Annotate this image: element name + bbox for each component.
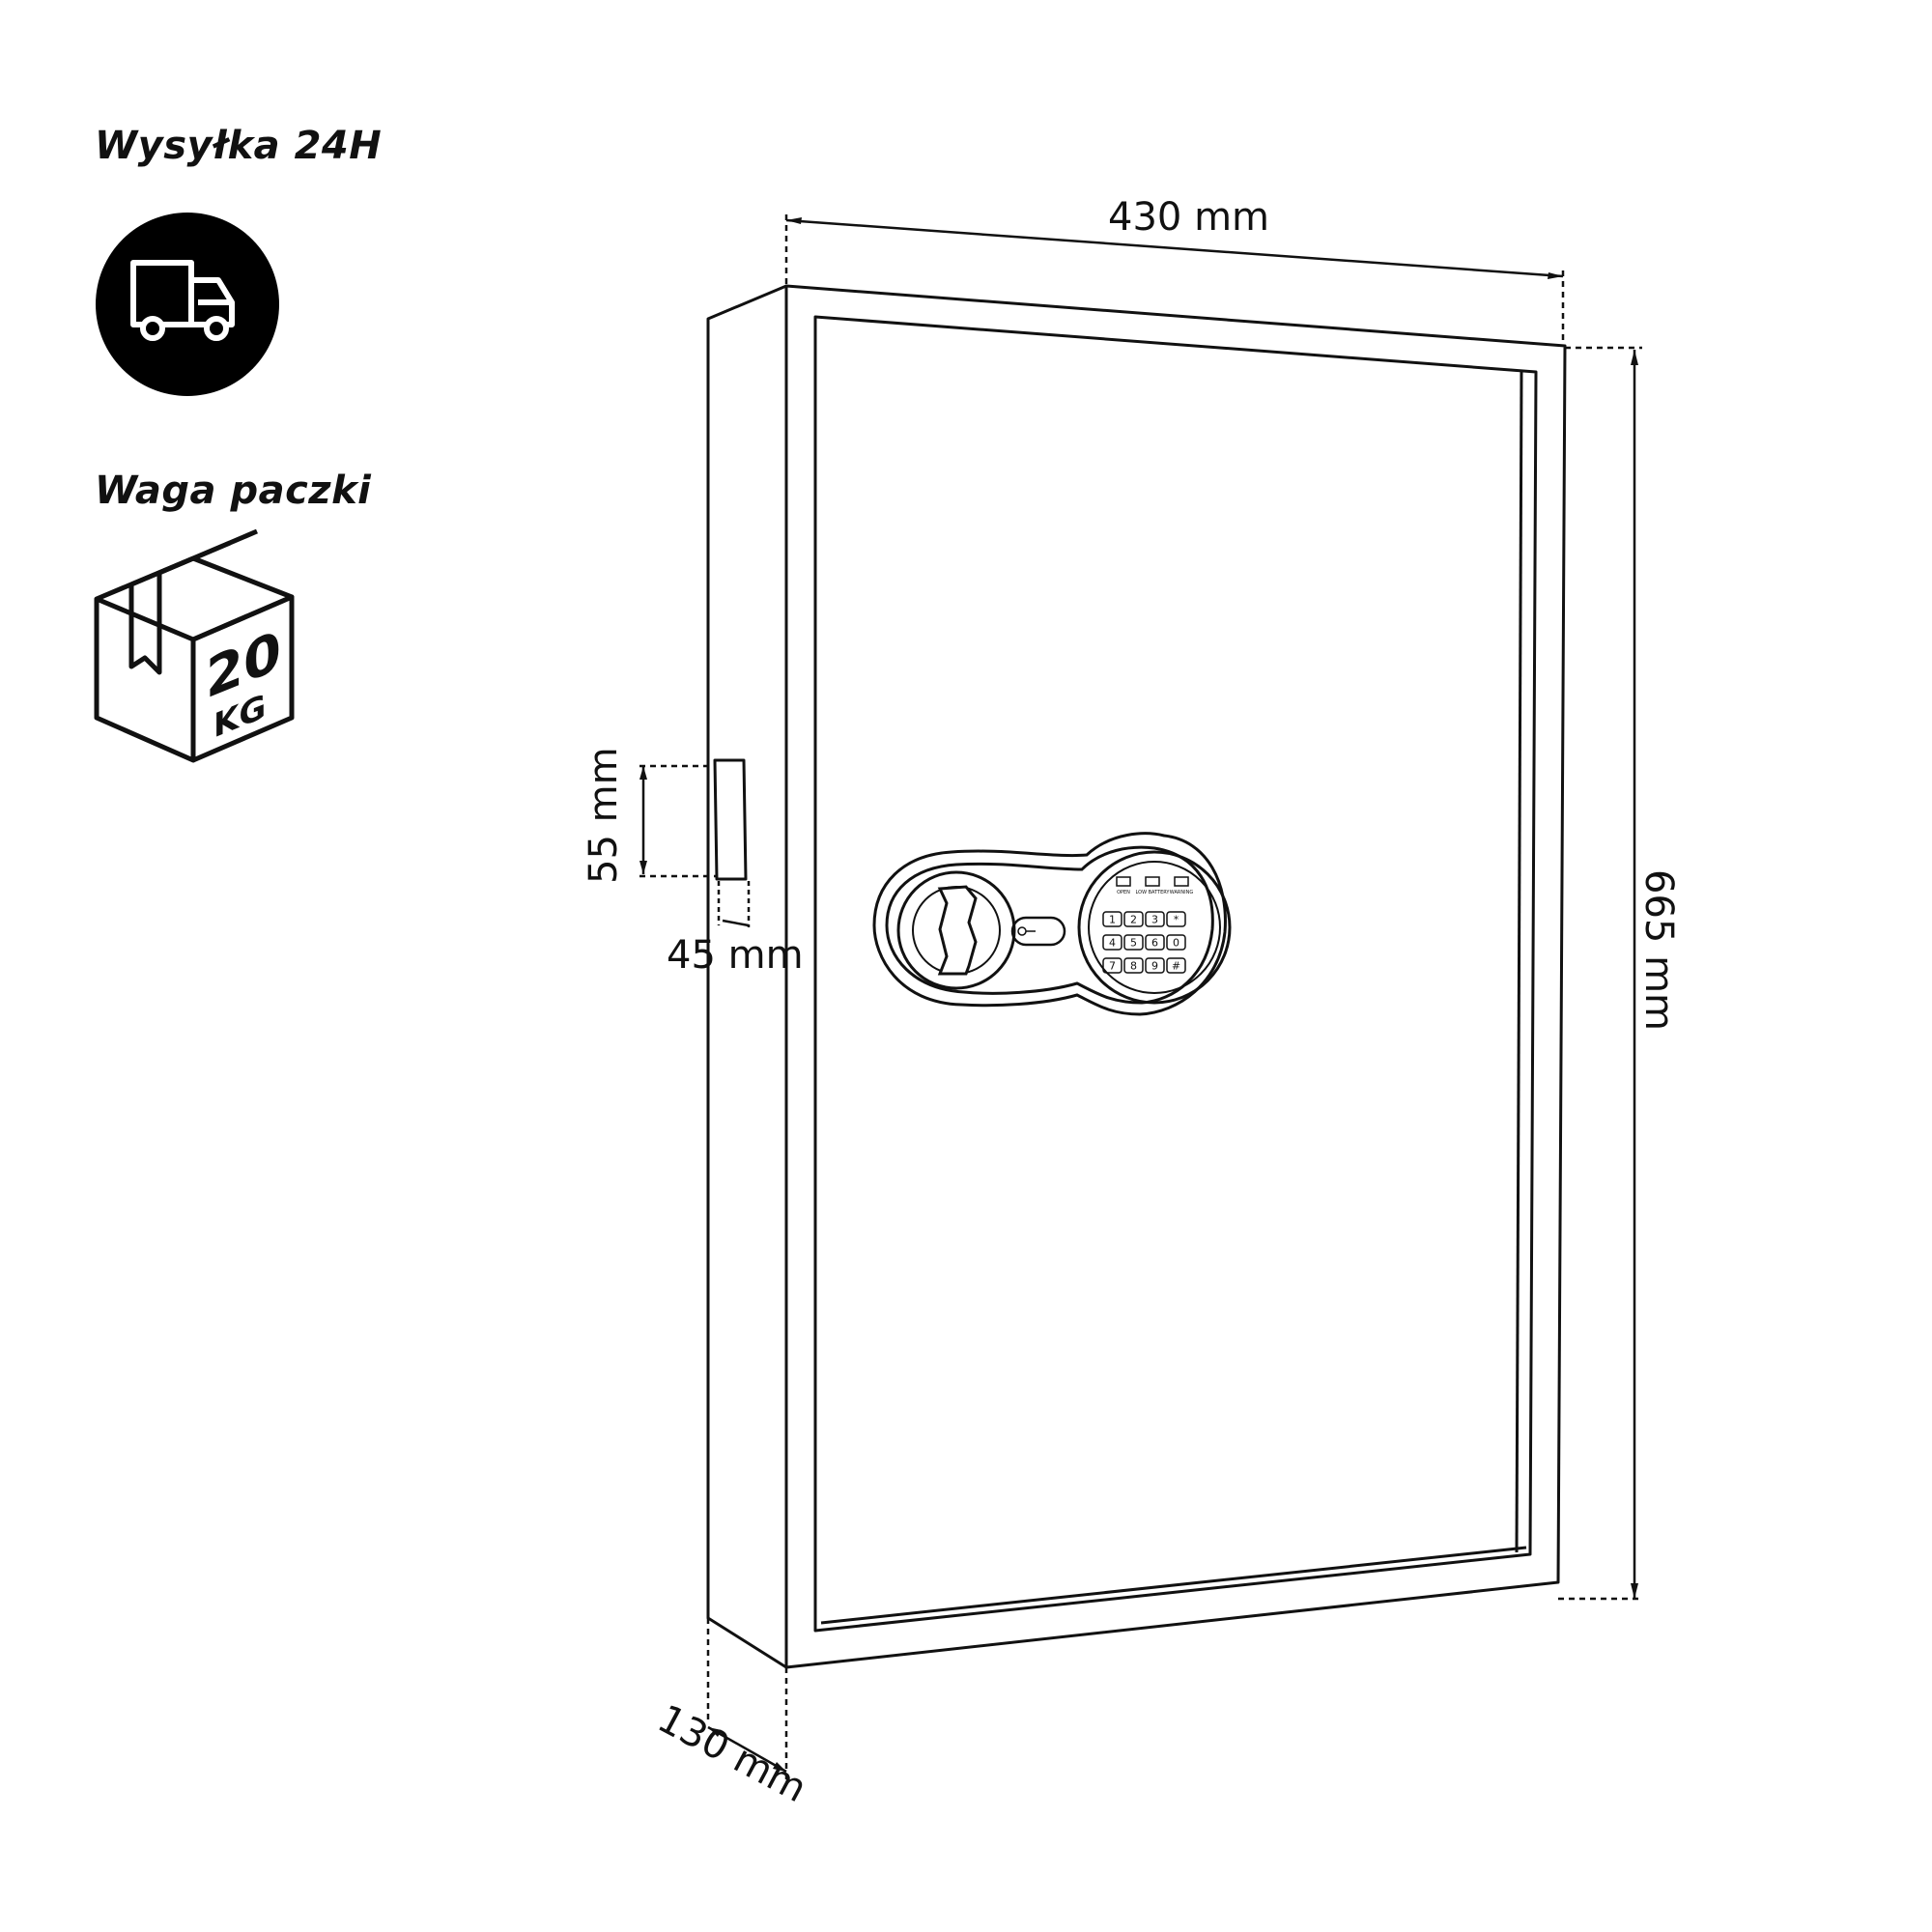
keypad-key[interactable]: 5 [1123, 934, 1144, 951]
hinge [713, 758, 748, 881]
dimension-arrowheads [639, 217, 1638, 1772]
key-override-icon[interactable] [1010, 916, 1066, 947]
svg-text:5: 5 [1130, 937, 1137, 950]
handle-knob-icon[interactable] [896, 870, 1016, 990]
status-led [1145, 876, 1160, 887]
door-inner-bevel-bottom [820, 1546, 1527, 1625]
svg-text:*: * [1174, 914, 1179, 926]
shipping-title: Wysyłka 24H [95, 124, 383, 168]
keypad-key[interactable]: 8 [1123, 957, 1144, 974]
keypad-key[interactable]: 7 [1102, 957, 1122, 974]
svg-text:7: 7 [1109, 960, 1116, 973]
keypad-key[interactable]: 1 [1102, 911, 1122, 927]
keypad-key[interactable]: 9 [1145, 957, 1165, 974]
svg-text:4: 4 [1109, 937, 1116, 950]
svg-text:6: 6 [1151, 937, 1158, 950]
hinge-height-label: 55 mm [582, 747, 626, 884]
depth-dimension-label: 130 mm [650, 1696, 813, 1811]
status-led [1174, 876, 1189, 887]
svg-text:3: 3 [1151, 914, 1158, 926]
keypad-key[interactable]: 0 [1166, 934, 1186, 951]
cabinet-door [784, 284, 1567, 1669]
package-weight-title: Waga paczki [95, 469, 372, 513]
keypad-key[interactable]: 3 [1145, 911, 1165, 927]
keypad-panel [1077, 850, 1232, 1005]
svg-text:8: 8 [1130, 960, 1137, 973]
keypad-key[interactable]: * [1166, 911, 1186, 927]
keypad-key[interactable]: # [1166, 957, 1186, 974]
hinge-width-label: 45 mm [667, 933, 804, 978]
keypad-key[interactable]: 6 [1145, 934, 1165, 951]
width-dimension-label: 430 mm [1108, 195, 1269, 240]
safe-cabinet [706, 284, 1567, 1669]
svg-text:0: 0 [1173, 937, 1179, 950]
svg-text:9: 9 [1151, 960, 1158, 973]
keypad: 1 2 3 * 4 5 6 0 7 8 9 # [1102, 911, 1186, 974]
status-led [1116, 876, 1131, 887]
svg-text:#: # [1172, 960, 1180, 973]
keypad-key[interactable]: 2 [1123, 911, 1144, 927]
status-led-label: OPEN [1117, 890, 1130, 895]
door-inner-bevel [1515, 370, 1523, 1553]
svg-text:1: 1 [1109, 914, 1116, 926]
svg-text:2: 2 [1130, 914, 1137, 926]
status-led-label: WARNING [1170, 890, 1194, 895]
height-dimension-label: 665 mm [1636, 869, 1681, 1031]
status-led-label: LOW BATTERY [1136, 890, 1171, 895]
delivery-truck-icon [96, 213, 279, 396]
package-box-icon: 20 KG [94, 528, 295, 763]
dimension-lines [639, 214, 1642, 1782]
keypad-key[interactable]: 4 [1102, 934, 1122, 951]
door-inner-panel [813, 315, 1538, 1633]
